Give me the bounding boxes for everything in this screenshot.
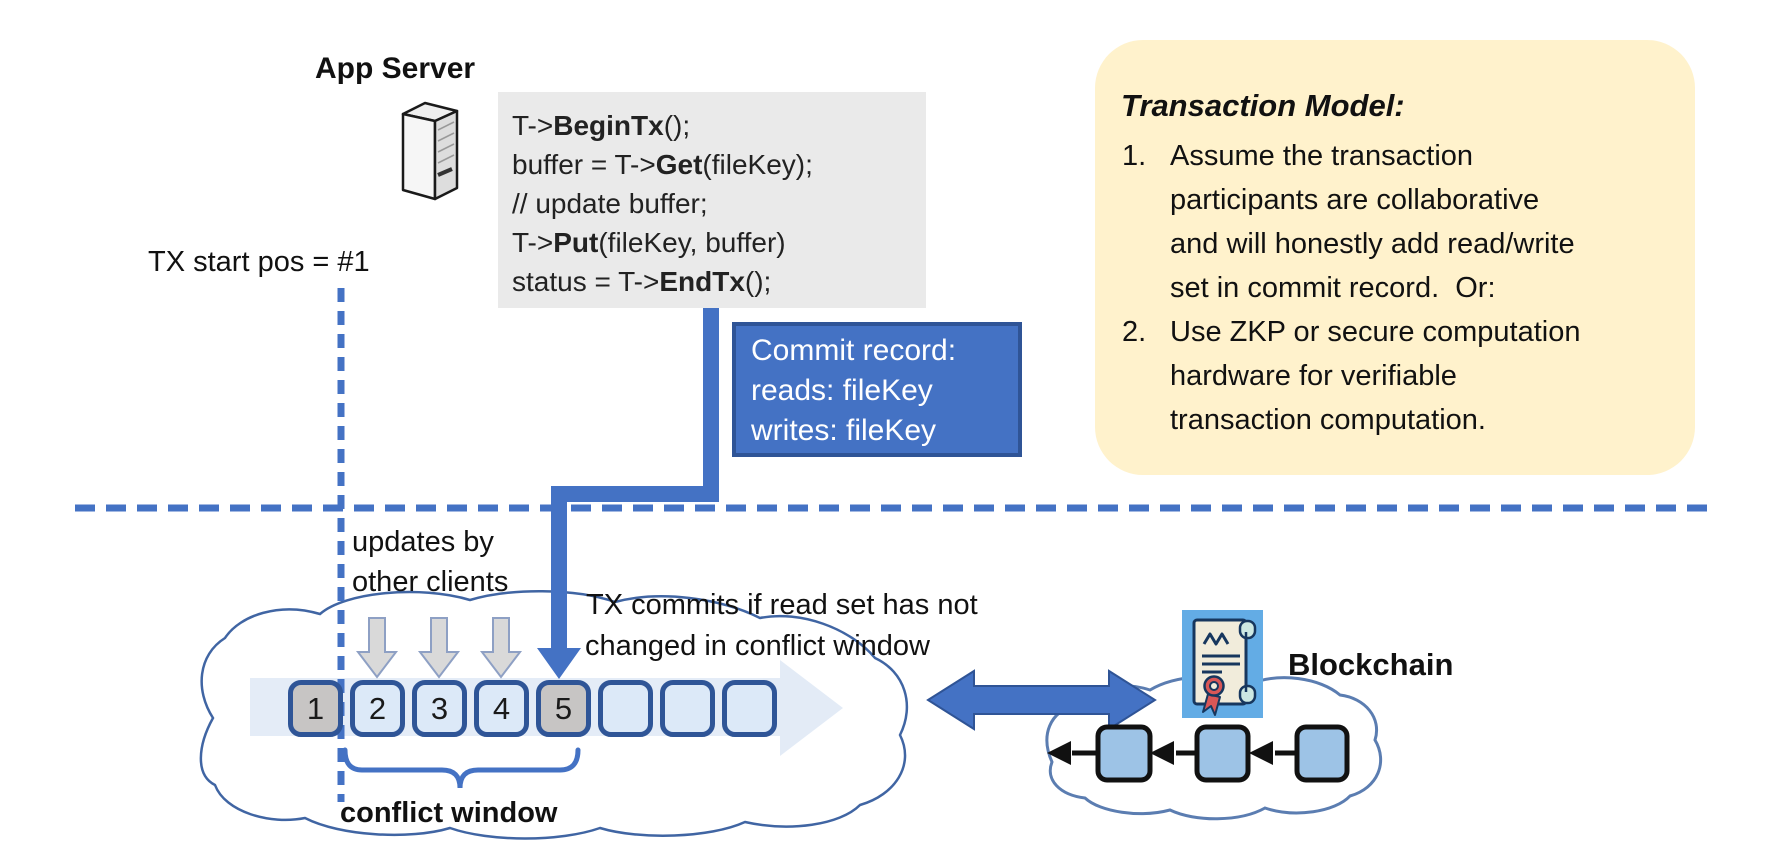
- conflict-window-label: conflict window: [340, 797, 558, 829]
- tx-commits-label-line2: changed in conflict window: [585, 630, 930, 662]
- transaction-code-block: T->BeginTx(); buffer = T->Get(fileKey); …: [498, 92, 926, 308]
- block-square: [1194, 724, 1251, 783]
- updates-by-label-line1: updates by: [352, 526, 494, 558]
- sync-double-arrow: [926, 669, 1157, 731]
- smart-contract-icon: [1182, 610, 1263, 718]
- commit-elbow-arrow: [537, 308, 719, 679]
- update-arrow-icon: [355, 617, 399, 679]
- block-square: [1095, 724, 1153, 783]
- transaction-model-item-1: 1. Assume the transaction participants a…: [1122, 134, 1575, 310]
- chain-arrow-icon: [1150, 741, 1174, 765]
- chain-arrow-icon: [1249, 741, 1273, 765]
- timeline-slot-2: 2: [350, 680, 405, 737]
- chain-arrow-icon: [1047, 741, 1071, 765]
- transaction-model-note: [1095, 40, 1695, 475]
- timeline-slot-7: [660, 680, 715, 737]
- timeline-slot-1: 1: [288, 680, 343, 737]
- commit-record-line: reads: fileKey: [751, 374, 933, 407]
- blockchain-chain: [1047, 724, 1350, 783]
- timeline-slot-6: [598, 680, 653, 737]
- updates-by-label-line2: other clients: [352, 566, 509, 598]
- transaction-model-item-1-text: Assume the transaction participants are …: [1170, 140, 1575, 304]
- timeline-slot-4: 4: [474, 680, 529, 737]
- conflict-window-bracket: [342, 747, 581, 789]
- code-line: T->BeginTx();: [512, 110, 691, 141]
- commit-record-box: Commit record: reads: fileKey writes: fi…: [732, 322, 1022, 457]
- update-arrow-icon: [417, 617, 461, 679]
- code-line: status = T->EndTx();: [512, 266, 772, 297]
- code-line: buffer = T->Get(fileKey);: [512, 149, 813, 180]
- app-server-label: App Server: [315, 52, 476, 85]
- update-arrow-icon: [479, 617, 523, 679]
- blockchain-label: Blockchain: [1288, 647, 1454, 682]
- commit-record-line: writes: fileKey: [751, 414, 937, 447]
- timeline-slot-8: [722, 680, 777, 737]
- tx-start-pos-label: TX start pos = #1: [148, 246, 370, 278]
- code-line: T->Put(fileKey, buffer): [512, 227, 786, 258]
- transaction-model-item-2: 2. Use ZKP or secure computation hardwar…: [1122, 310, 1581, 442]
- block-square: [1294, 724, 1350, 783]
- tx-commits-label-line1: TX commits if read set has not: [586, 589, 978, 621]
- commit-record-line: Commit record:: [751, 334, 957, 367]
- update-arrows: [355, 617, 523, 679]
- timeline-slot-5: 5: [536, 680, 591, 737]
- code-line: // update buffer;: [512, 188, 708, 219]
- server-icon: [401, 101, 459, 201]
- transaction-model-item-2-text: Use ZKP or secure computation hardware f…: [1170, 316, 1581, 436]
- transaction-model-title: Transaction Model:: [1121, 88, 1405, 123]
- timeline-slot-3: 3: [412, 680, 467, 737]
